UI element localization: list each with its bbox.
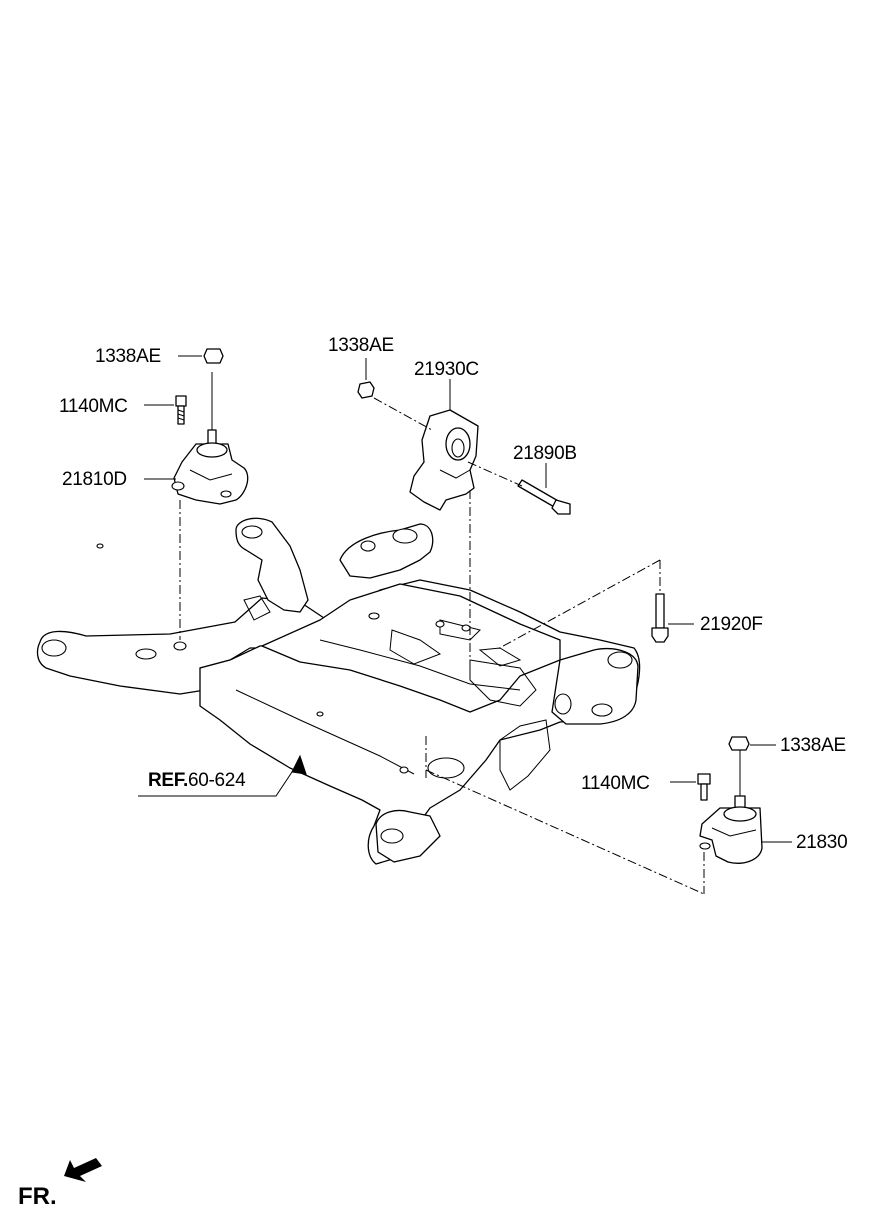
leader-lines	[138, 355, 792, 843]
callout-nut-right: 1338AE	[780, 735, 846, 756]
engine-mount-right	[699, 750, 763, 864]
front-direction-arrow-icon	[64, 1158, 102, 1182]
callout-bolt-left: 1140MC	[59, 396, 128, 417]
nut-right	[728, 736, 750, 751]
nut-center	[357, 381, 375, 399]
callout-bolt-right: 1140MC	[581, 773, 650, 794]
callout-bolt-center: 21920F	[700, 614, 763, 635]
callout-mount-left: 21810D	[62, 469, 127, 490]
bolt-vertical-center	[651, 593, 669, 643]
callout-bolt-rear: 21890B	[513, 443, 577, 464]
callout-nut-top-left: 1338AE	[95, 346, 161, 367]
front-direction-label: FR.	[18, 1183, 57, 1210]
callout-mount-right: 21830	[796, 832, 848, 853]
assembly-lines	[179, 397, 705, 895]
subframe-crossmember	[36, 517, 641, 865]
bolt-rear-long	[517, 479, 571, 515]
bolt-right	[697, 773, 711, 801]
callout-nut-top-center: 1338AE	[328, 335, 394, 356]
reference-number: 60-624	[187, 770, 246, 791]
nut-left	[203, 348, 224, 364]
callout-mount-rear: 21930C	[414, 359, 479, 380]
reference-arrow-icon	[291, 754, 307, 775]
engine-mount-rear	[409, 409, 479, 511]
bolt-left	[175, 395, 187, 425]
reference-prefix: REF.	[148, 770, 188, 791]
engine-mount-left	[171, 372, 249, 505]
reference-label[interactable]: REF.60-624	[148, 770, 246, 791]
